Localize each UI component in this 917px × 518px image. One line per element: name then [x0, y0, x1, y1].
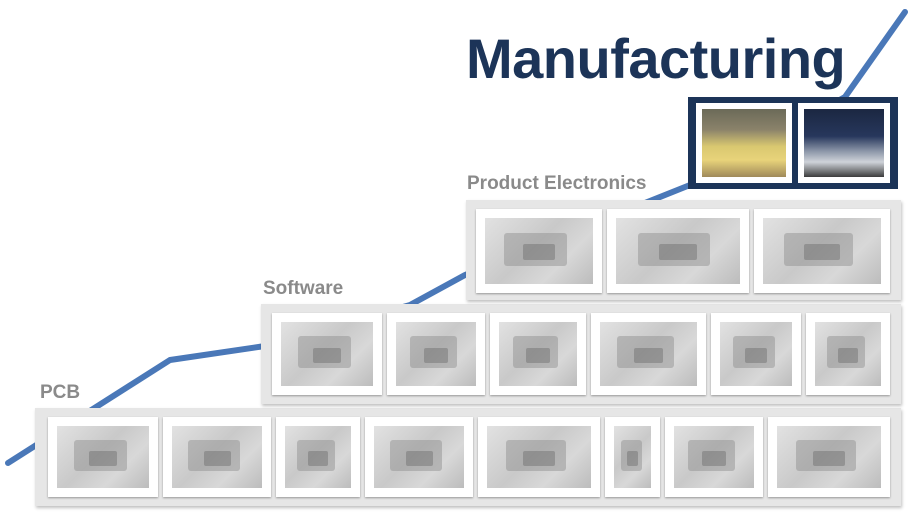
pcb-photo-6: [605, 417, 660, 497]
software-photo-3: [490, 313, 586, 395]
pcb-photo-2: [163, 417, 271, 497]
manufacturing-photo-truck: [798, 103, 890, 183]
software-photo-6: [806, 313, 890, 395]
tier-label-software: Software: [263, 278, 344, 299]
manufacturing-photo-boxes: [696, 103, 792, 183]
page-title: Manufacturing: [466, 27, 846, 90]
software-photo-4: [591, 313, 706, 395]
software-photo-5: [711, 313, 801, 395]
software-photo-1: [272, 313, 382, 395]
tier-label-pcb: PCB: [40, 382, 81, 403]
pcb-photo-7: [665, 417, 763, 497]
pcb-photo-5: [478, 417, 600, 497]
product-electronics-photo-3: [754, 209, 890, 293]
product-electronics-photo-1: [476, 209, 602, 293]
tier-label-product-electronics: Product Electronics: [467, 173, 647, 194]
pcb-photo-1: [48, 417, 158, 497]
pcb-photo-8: [768, 417, 890, 497]
pcb-photo-4: [365, 417, 473, 497]
software-photo-2: [387, 313, 485, 395]
pcb-photo-3: [276, 417, 360, 497]
manufacturing-tier: [688, 97, 898, 189]
product-electronics-photo-2: [607, 209, 749, 293]
